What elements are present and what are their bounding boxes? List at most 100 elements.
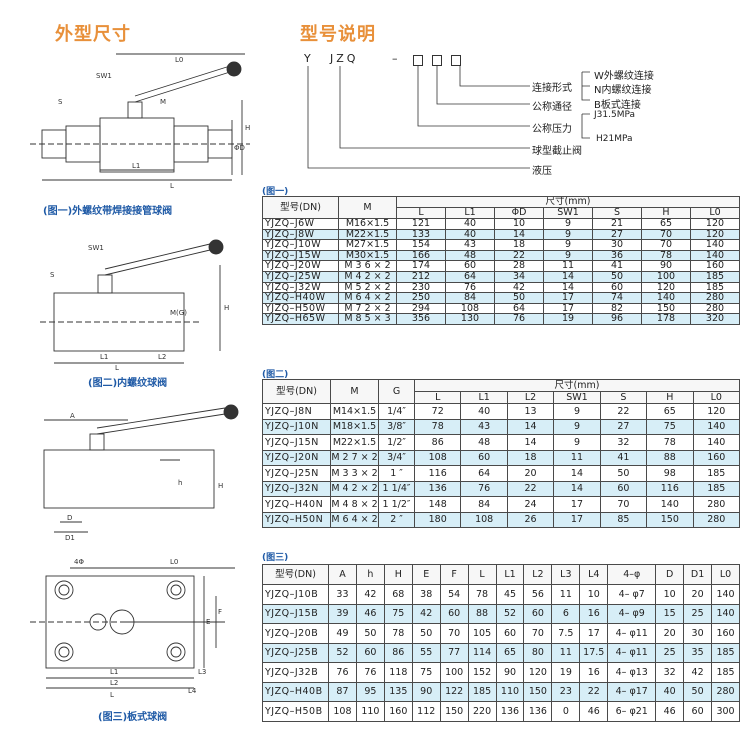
table-cell: 120 [523, 662, 553, 683]
table-cell: 1 ″ [378, 465, 415, 482]
table-cell: 130 [445, 313, 495, 325]
table-cell: 356 [396, 313, 446, 325]
dim-l3: L3 [198, 668, 206, 676]
table-cell: 17.5 [579, 642, 609, 663]
table-cell: 60 [445, 260, 495, 272]
table-cell: 6– φ21 [607, 701, 657, 722]
col-header: D [655, 564, 685, 585]
label-j31-5mpa: J31.5MPa [594, 110, 635, 120]
col-header-m: M [338, 196, 397, 219]
table-cell: 108 [460, 511, 508, 528]
code-box-3 [451, 55, 461, 66]
table-cell: 72 [413, 403, 462, 420]
dim-e: E [206, 618, 210, 626]
table-cell: M 6 4 × 2 [338, 292, 397, 304]
col-header: SW1 [543, 207, 593, 219]
table-cell: 11 [553, 449, 601, 466]
table-cell: 9 [553, 418, 601, 435]
table-cell: 23 [551, 681, 581, 702]
table-cell: 9 [553, 434, 601, 451]
table-cell: M 8 5 × 3 [338, 313, 397, 325]
table-cell: 42 [683, 662, 713, 683]
dim-d1: D1 [65, 534, 75, 542]
table-cell: 60 [683, 701, 713, 722]
table-cell: 96 [592, 313, 642, 325]
table-cell: 280 [690, 292, 740, 304]
table-cell: 60 [355, 642, 385, 663]
table-cell: 185 [690, 281, 740, 294]
col-header: ΦD [494, 207, 544, 219]
table-cell: 50 [494, 292, 544, 304]
col-header-size-mm: 尺寸(mm) [396, 196, 740, 208]
table-cell: 140 [711, 603, 740, 624]
col-header: S [599, 391, 648, 404]
table-cell: 150 [646, 511, 694, 528]
code-box-1 [413, 55, 423, 66]
table-cell: 77 [439, 642, 469, 663]
table-cell: 41 [599, 449, 648, 466]
dim-h: H [245, 124, 250, 132]
table-cell: 185 [711, 642, 740, 663]
table-cell: 1 1/2″ [378, 496, 415, 513]
table-cell: 80 [523, 642, 553, 663]
table-cell: 32 [655, 662, 685, 683]
table-cell: 40 [655, 681, 685, 702]
col-header: L1 [460, 391, 508, 404]
table-cell: 25 [655, 642, 685, 663]
table-cell: 19 [551, 662, 581, 683]
table-cell: M16×1.5 [338, 218, 397, 230]
col-header: L [396, 207, 446, 219]
table-cell: 185 [690, 270, 740, 283]
label-internal-thread: N内螺纹连接 [594, 85, 652, 96]
table-cell: 14 [494, 228, 544, 241]
table-cell: 82 [592, 302, 642, 315]
table-cell-model: YJZQ–J8N [262, 403, 331, 420]
table-cell: 108 [328, 701, 357, 722]
table-cell: 50 [411, 623, 441, 644]
table-cell-model: YJZQ–H50B [262, 701, 329, 722]
table-cell: 133 [396, 228, 446, 241]
table-cell-model: YJZQ–J32B [262, 662, 329, 683]
col-header: L3 [551, 564, 581, 585]
table-cell: 4– φ11 [607, 623, 657, 644]
col-header: L0 [711, 564, 740, 585]
table-cell: 20 [683, 584, 713, 605]
table-cell: 56 [523, 584, 553, 605]
table-cell: 14 [543, 270, 593, 283]
table-cell: 17 [579, 623, 609, 644]
table-cell: 50 [355, 623, 385, 644]
col-header: E [411, 564, 441, 585]
table-cell: 86 [383, 642, 413, 663]
table-cell: 294 [396, 302, 446, 315]
table-cell-model: YJZQ–J25W [262, 270, 339, 283]
table-cell: 7.5 [551, 623, 581, 644]
table-cell: 13 [506, 403, 555, 420]
table-cell: 70 [641, 228, 691, 241]
table-cell: M 2 7 × 2 [330, 449, 379, 466]
col-header: 4–φ [607, 564, 657, 585]
col-header: L [413, 391, 462, 404]
table-cell: 160 [692, 449, 741, 466]
table-cell: 152 [467, 662, 497, 683]
col-header: h [355, 564, 385, 585]
table-cell: 35 [683, 642, 713, 663]
table-cell: 116 [413, 465, 462, 482]
table-cell: 148 [413, 496, 462, 513]
table-cell-model: YJZQ–J10B [262, 584, 329, 605]
table-cell: 43 [445, 239, 495, 251]
table-cell: 100 [641, 270, 691, 283]
table-cell-model: YJZQ–J15B [262, 603, 329, 624]
table-cell: 38 [411, 584, 441, 605]
table-cell: 78 [641, 249, 691, 262]
table-cell: 70 [641, 239, 691, 251]
